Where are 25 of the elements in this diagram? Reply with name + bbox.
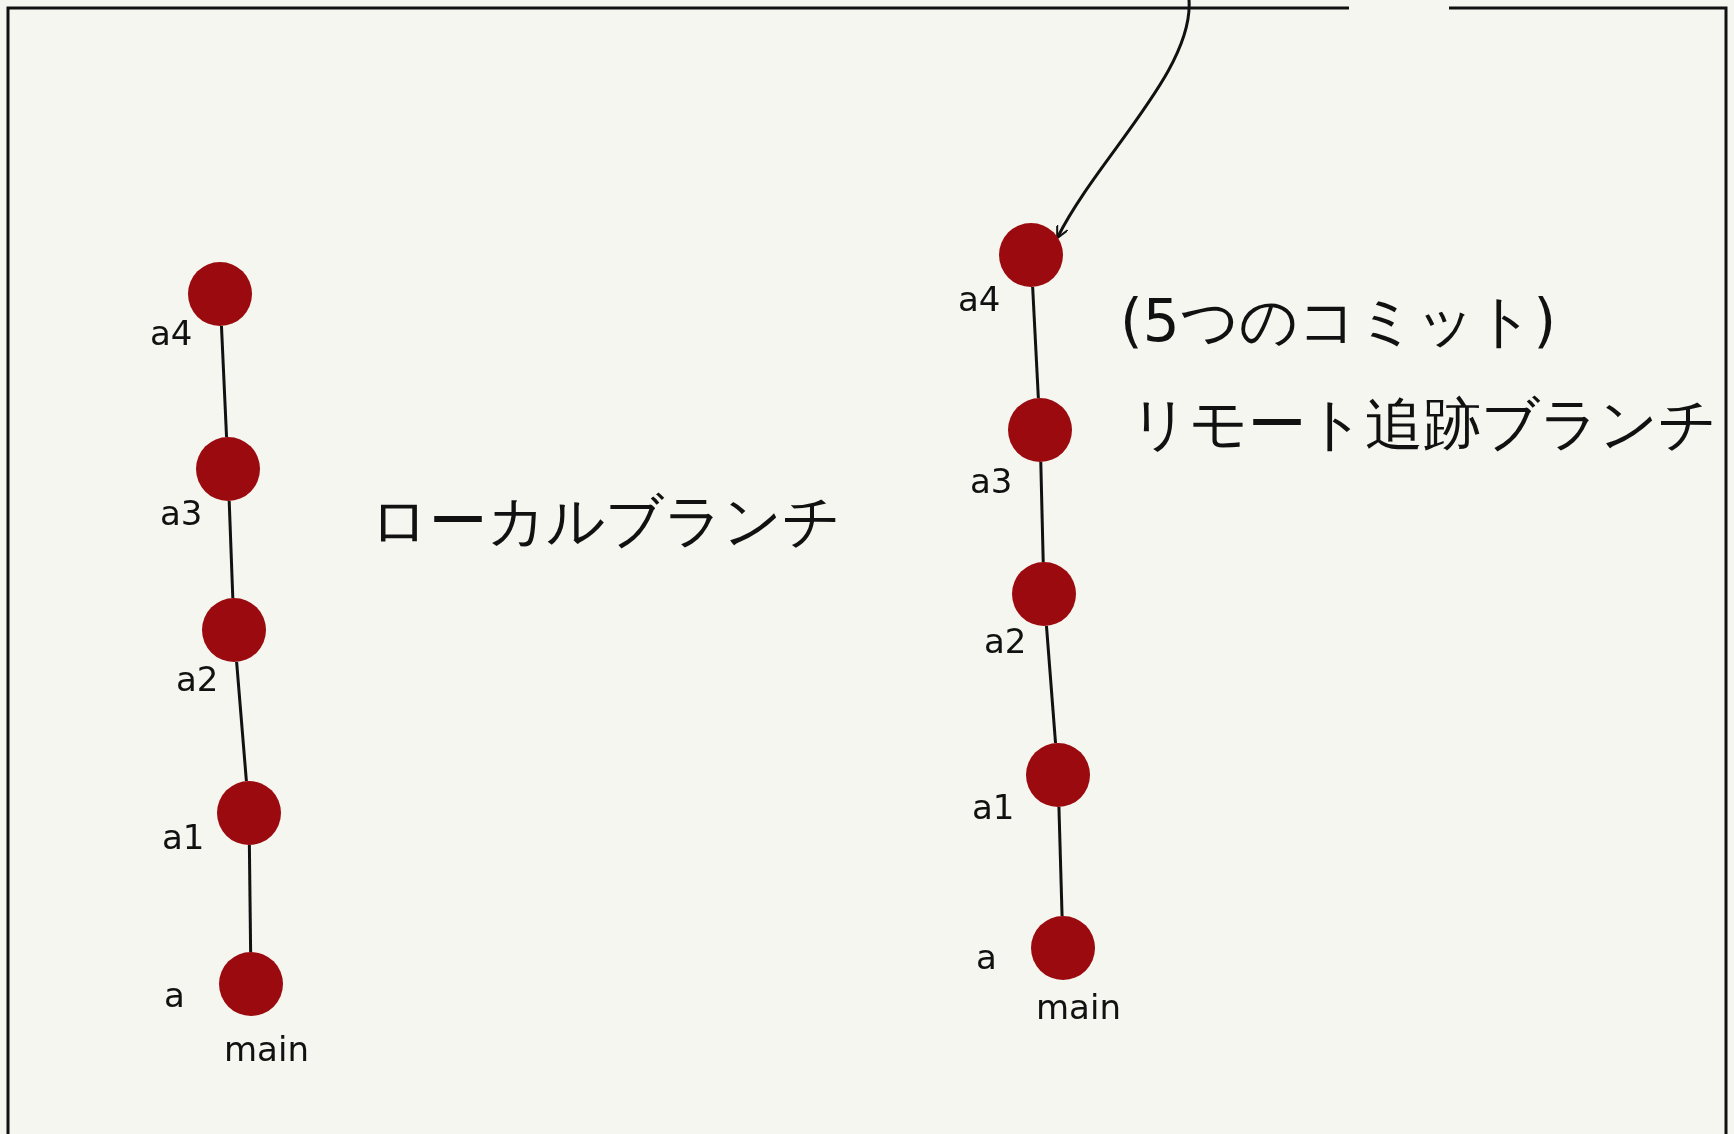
commit-label: a3 (970, 464, 1013, 498)
connector-line (219, 325, 229, 438)
commit-circle (999, 223, 1063, 287)
connector-line (235, 661, 248, 782)
connector-line (1044, 625, 1058, 744)
commit-label: a1 (162, 820, 205, 854)
connector-line (1057, 806, 1064, 917)
commit-label: a4 (958, 282, 1001, 316)
branch-caption: リモート追跡ブランチ (1130, 395, 1717, 453)
connector-line (247, 844, 253, 953)
branch-caption: (5つのコミット) (1120, 292, 1557, 350)
branch-caption: ローカルブランチ (370, 492, 841, 550)
commit-label: a1 (972, 790, 1015, 824)
commit-label: a3 (160, 496, 203, 530)
branch-label: main (1036, 990, 1121, 1024)
commit-label: a4 (150, 316, 193, 350)
connector-line (1031, 286, 1040, 399)
arrow (1056, 0, 1191, 240)
commit-label: a (976, 940, 997, 974)
connector-line (227, 500, 235, 599)
branch-label: main (224, 1032, 309, 1066)
commit-label: a2 (984, 624, 1027, 658)
connector-line (1039, 461, 1045, 563)
commit-label: a (164, 978, 185, 1012)
commit-label: a2 (176, 662, 219, 696)
